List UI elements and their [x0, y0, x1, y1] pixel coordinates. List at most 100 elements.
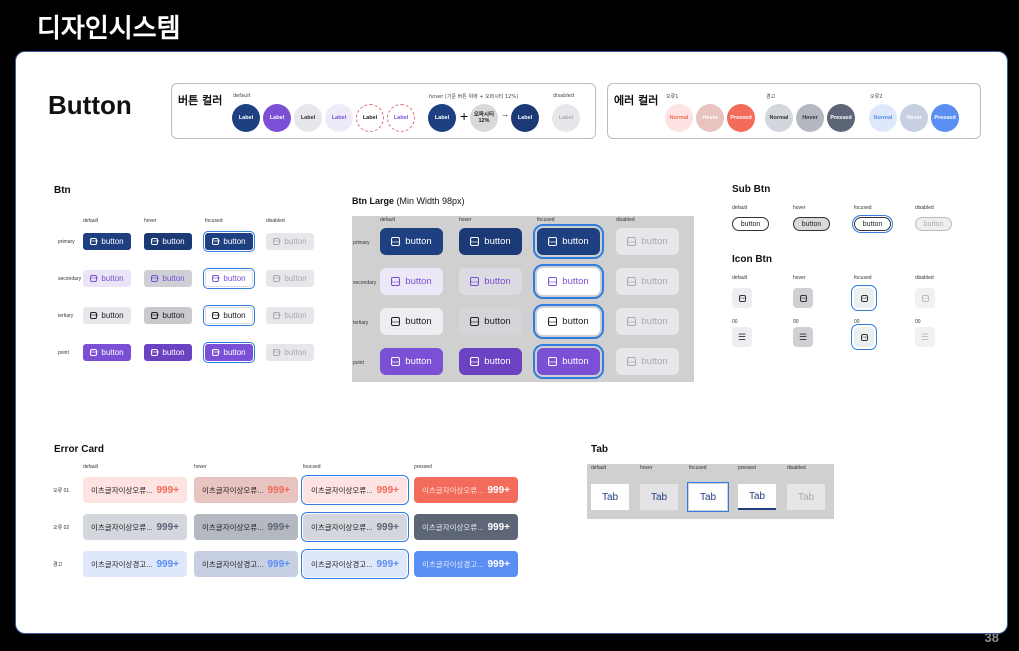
button-icon: Icon: [391, 237, 401, 246]
error-card-text: 이츠글자이상경고...: [311, 559, 373, 569]
list-icon-btn-disabled[interactable]: ☰: [915, 327, 935, 347]
list-icon-btn-default[interactable]: ☰: [732, 327, 752, 347]
sub-btn-state-label: hover: [793, 205, 806, 211]
error-card-count: 999+: [267, 521, 290, 533]
error-card-0-pressed[interactable]: 이츠글자이상오류...999+: [414, 477, 518, 503]
error2-label: 오류2: [870, 94, 883, 100]
sub-btn-default[interactable]: button: [732, 217, 769, 231]
button-label: button: [484, 276, 511, 287]
outline-circle: Label: [356, 104, 384, 132]
tab-state-label: pressed: [738, 465, 756, 471]
error-card-row-label: 오류 02: [53, 525, 70, 531]
button-icon: Icon: [151, 349, 159, 356]
button-label: button: [101, 311, 124, 320]
error-card-2-hover[interactable]: 이츠글자이상경고...999+: [194, 551, 298, 577]
btn-large-subtitle: (Min Width 98px): [394, 196, 465, 206]
button-icon: Icon: [151, 275, 159, 282]
btn-large-row-label: tertiary: [353, 320, 369, 326]
tab-pressed[interactable]: Tab: [738, 484, 776, 510]
sub-btn-disabled[interactable]: button: [915, 217, 952, 231]
icon-btn-title: Icon Btn: [732, 254, 772, 265]
list-icon-btn-hover[interactable]: ☰: [793, 327, 813, 347]
tab-hover[interactable]: Tab: [640, 484, 678, 510]
btn-large-title-text: Btn Large: [352, 196, 395, 206]
error-card-2-foucsed[interactable]: 이츠글자이상경고...999+: [300, 548, 410, 580]
error-card-0-default[interactable]: 이츠글자이상오류...999+: [83, 477, 187, 503]
sub-btn-hover[interactable]: button: [793, 217, 830, 231]
tab-default[interactable]: Tab: [591, 484, 629, 510]
error-card-2-default[interactable]: 이츠글자이상경고...999+: [83, 551, 187, 577]
error-color-circle: Hover: [900, 104, 928, 132]
primary-circle: Label: [232, 104, 260, 132]
slide-title: 디자인시스템: [37, 14, 181, 44]
icon-btn-focused[interactable]: Icon: [851, 285, 877, 311]
button-icon: Icon: [273, 238, 281, 245]
error-card-1-foucsed[interactable]: 이츠글자이상오류...999+: [300, 511, 410, 543]
error-card-text: 이츠글자이상오류...: [422, 522, 484, 532]
tab-focused[interactable]: Tab: [686, 481, 730, 513]
error-card-count: 999+: [376, 521, 399, 533]
icon-btn-hover[interactable]: Icon: [793, 288, 813, 308]
icon-btn-default[interactable]: Icon: [732, 288, 752, 308]
button-icon: Icon: [212, 349, 220, 356]
error-card-2-pressed[interactable]: 이츠글자이상경고...999+: [414, 551, 518, 577]
error-card-1-pressed[interactable]: 이츠글자이상오류...999+: [414, 514, 518, 540]
icon-btn-glyph: Icon: [738, 294, 746, 302]
button-label: button: [641, 276, 668, 287]
button-icon: Icon: [212, 312, 220, 319]
button-icon: Icon: [212, 275, 220, 282]
tab-disabled[interactable]: Tab: [787, 484, 825, 510]
button-label: button: [101, 237, 124, 246]
error-card-1-default[interactable]: 이츠글자이상오류...999+: [83, 514, 187, 540]
error-card-1-hover[interactable]: 이츠글자이상오류...999+: [194, 514, 298, 540]
icon-btn-row2-label: 00: [854, 319, 860, 325]
sub-btn-state-label: disabled: [915, 205, 934, 211]
button-icon: Icon: [273, 275, 281, 282]
error-card-0-hover[interactable]: 이츠글자이상오류...999+: [194, 477, 298, 503]
list-icon-btn-focused[interactable]: Icon: [851, 324, 877, 350]
error-card-0-foucsed[interactable]: 이츠글자이상오류...999+: [300, 474, 410, 506]
button-label: button: [284, 348, 307, 357]
sub-btn-focused[interactable]: button: [851, 214, 894, 234]
button-label: button: [162, 348, 185, 357]
icon-btn-disabled[interactable]: Icon: [915, 288, 935, 308]
icon-btn-state-label: disabled: [915, 275, 934, 281]
button-label: button: [641, 316, 668, 327]
error-card-text: 이츠글자이상경고...: [91, 559, 153, 569]
btn-large-state-label: disabled: [616, 217, 635, 223]
button-icon: Icon: [391, 317, 401, 326]
